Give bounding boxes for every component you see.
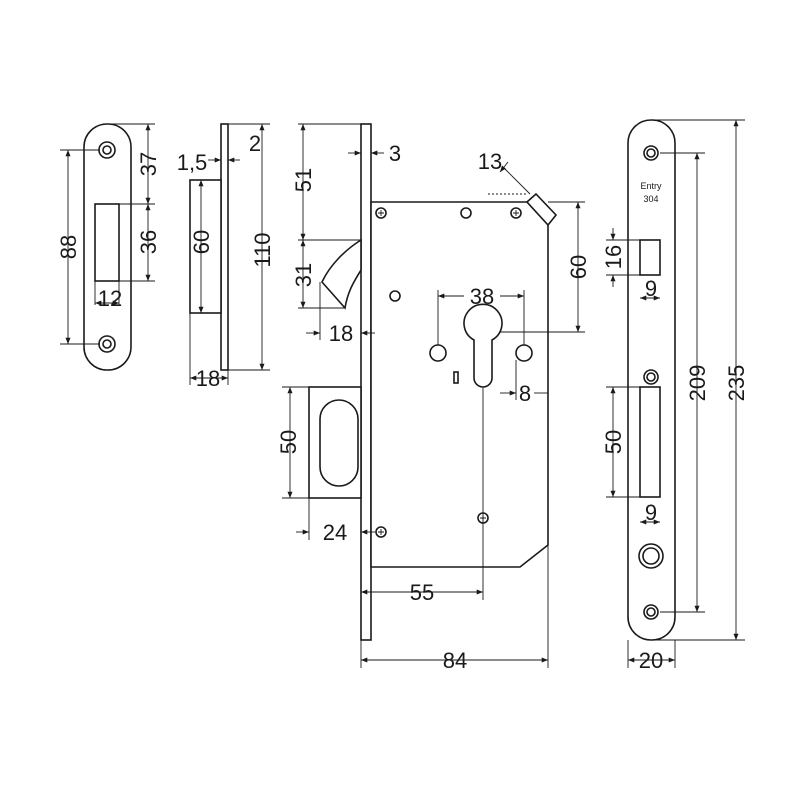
marking-entry: Entry	[640, 181, 662, 191]
latch	[525, 192, 558, 227]
faceplate-front: Entry 304 16 9 50 9 209 235 20	[601, 119, 749, 673]
dim-faceplate-thickness: 3	[389, 141, 401, 166]
cylinder-cutout	[463, 303, 503, 388]
dim-strike-box-height: 60	[189, 230, 214, 254]
dim-backset: 55	[410, 580, 434, 605]
dim-strike-total-height: 110	[250, 232, 275, 267]
strike-plate-front: 88 37 36 12	[56, 123, 161, 371]
dim-slot2-height: 50	[601, 430, 626, 454]
dim-slot2-width: 9	[645, 500, 657, 525]
dim-strike-top: 37	[136, 152, 161, 176]
dim-strike-depth: 18	[196, 366, 220, 391]
dim-slot1-width: 9	[645, 276, 657, 301]
marking-number: 304	[643, 194, 658, 204]
dim-pull-width: 24	[323, 520, 347, 545]
dim-strike-plate: 2	[249, 131, 261, 156]
dim-strike-slot-height: 36	[136, 230, 161, 254]
dim-pull-height: 50	[276, 430, 301, 454]
dim-latch: 13	[478, 149, 502, 174]
dim-cylinder-spacing: 38	[470, 284, 494, 309]
hook-bolt	[321, 238, 362, 310]
dim-latch-to-cylinder: 60	[566, 255, 591, 279]
dim-hook-height: 31	[291, 263, 316, 287]
strike-plate-side: 60 110 1,5 2 18	[177, 123, 275, 391]
dim-hook-projection: 18	[329, 321, 353, 346]
dim-hole-offset: 8	[519, 381, 531, 406]
dim-faceplate-height: 235	[724, 365, 749, 402]
dim-slot1-height: 16	[601, 245, 626, 269]
dim-strike-height: 88	[56, 235, 81, 259]
faceplate-side	[360, 123, 372, 641]
dim-faceplate-width: 20	[639, 648, 663, 673]
dim-strike-thickness: 1,5	[177, 150, 208, 175]
dim-hole-spacing: 209	[685, 365, 710, 402]
lock-body: 3 51 31 18 13 60 38 8 55 84 50 24	[276, 123, 591, 673]
dim-top-to-hook: 51	[291, 168, 316, 192]
dim-strike-slot-width: 12	[98, 286, 122, 311]
dim-body-depth: 84	[443, 648, 467, 673]
